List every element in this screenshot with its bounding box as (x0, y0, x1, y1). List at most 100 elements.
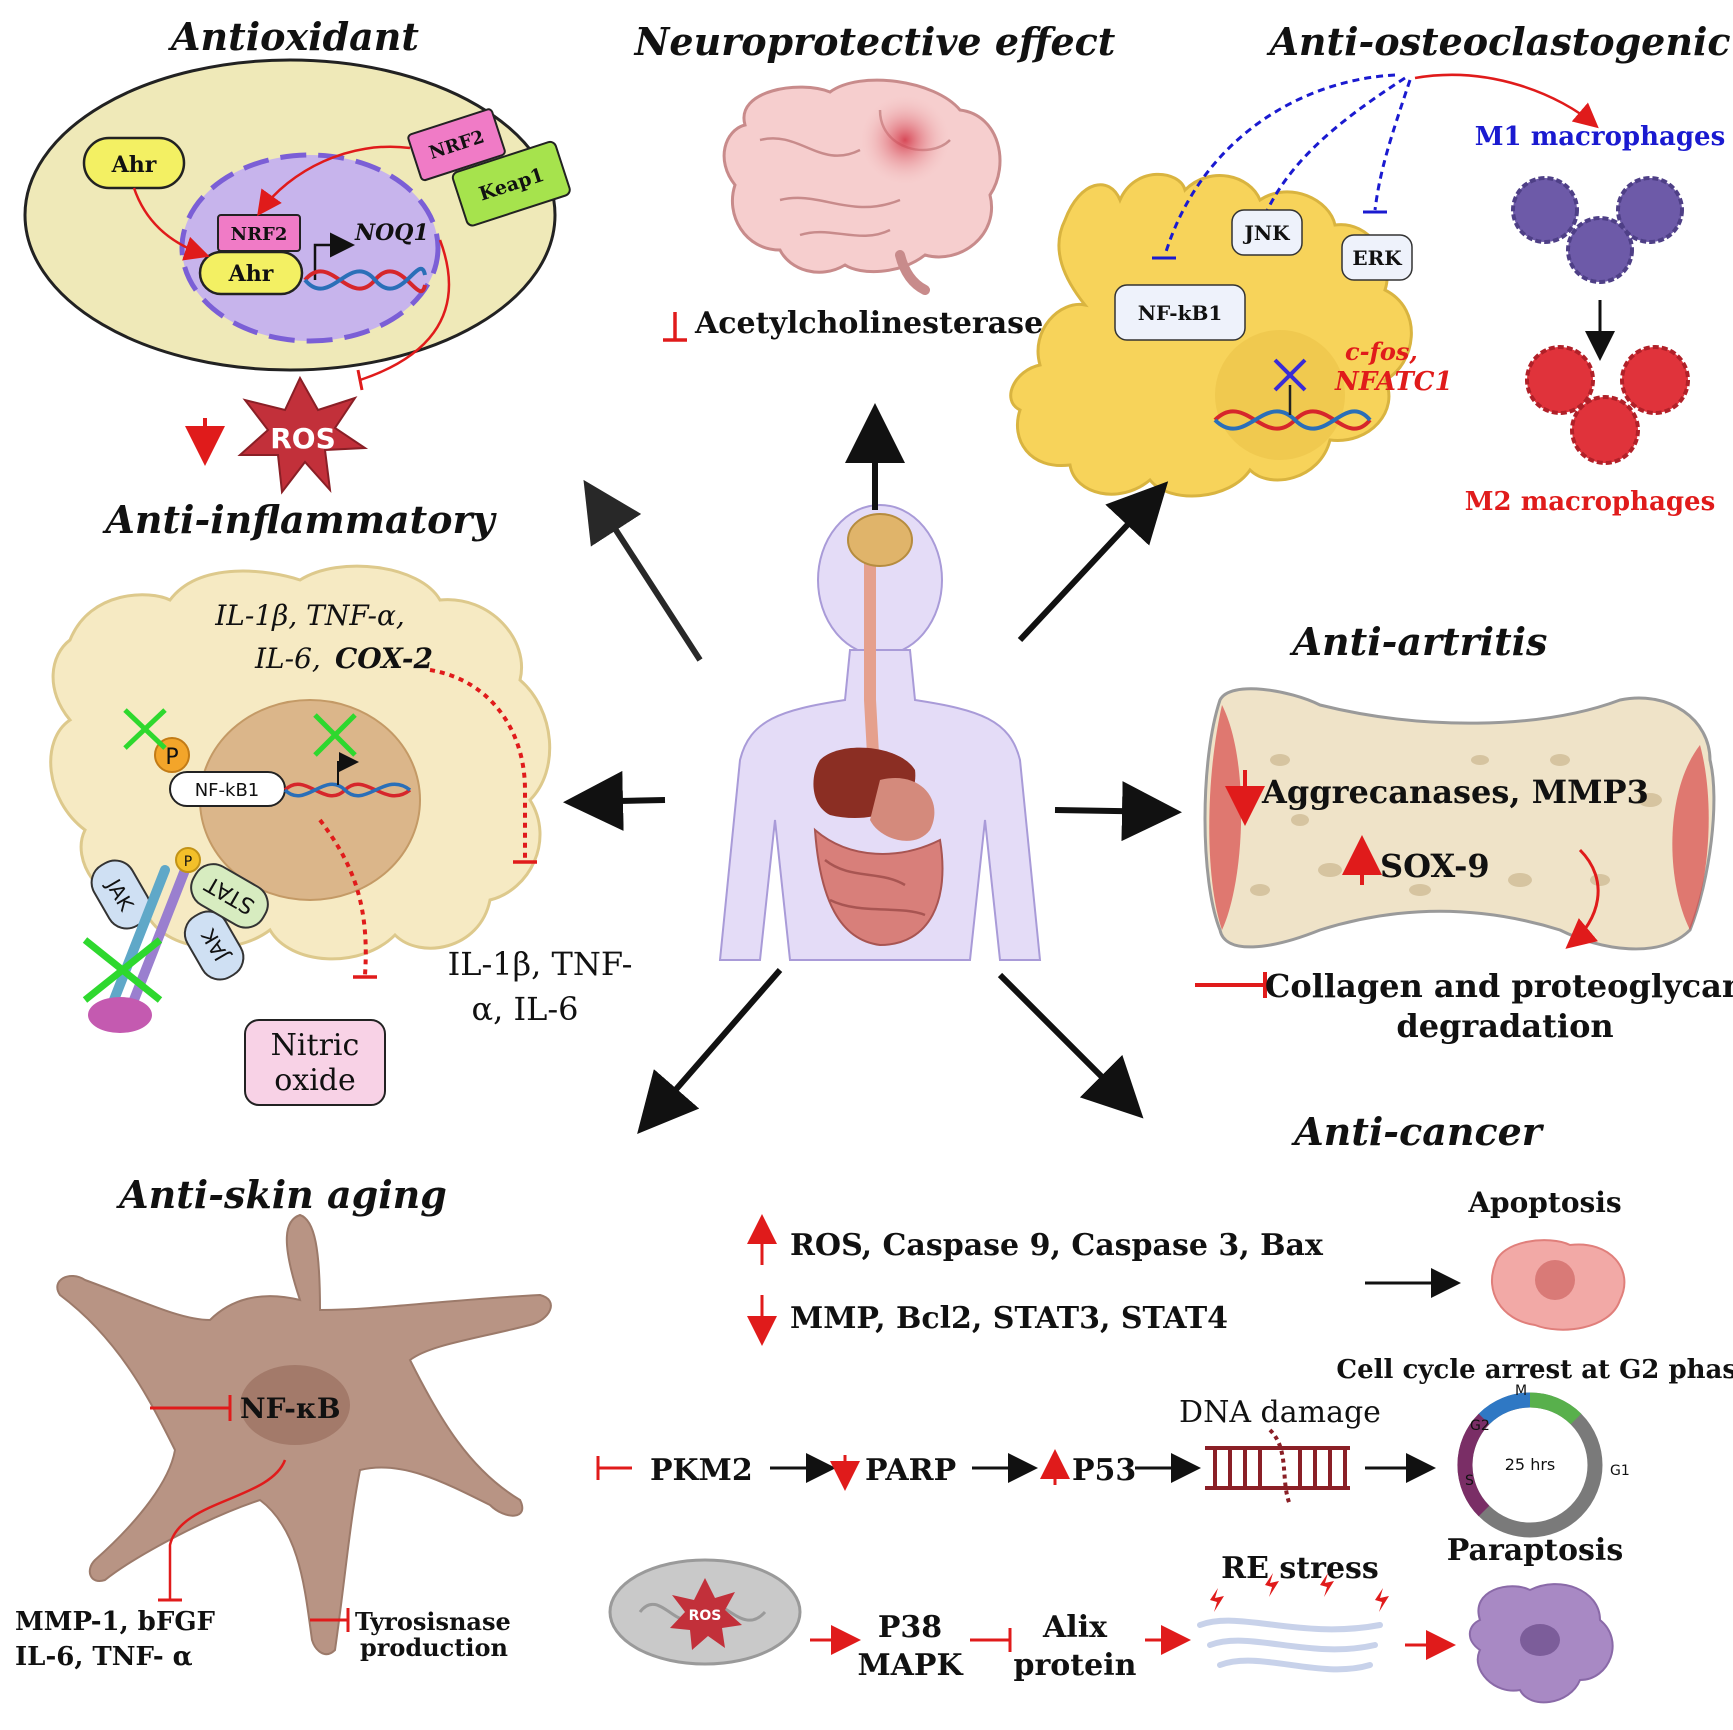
m1-cell-2 (1616, 176, 1684, 244)
nrf2-keap1-complex: NRF2 Keap1 (407, 108, 571, 227)
osteo-nfkb-box (1114, 284, 1246, 341)
antioxidant-panel: Ahr NRF2 Keap1 NRF2 Ahr NOQ1 ROS (23, 58, 571, 495)
bone-inflamed-right (1672, 745, 1709, 930)
inflam-nfkb-label: NF-kB1 (195, 780, 260, 801)
title-anti-inflammatory: Anti-inflammatory (102, 497, 497, 542)
transcription-arrow (313, 232, 355, 280)
osteo-jnk-inhibit-line (1263, 76, 1406, 216)
mmp1-line2: IL-6, TNF- α (15, 1642, 193, 1672)
paraptosis-label: Paraptosis (1447, 1533, 1623, 1568)
jak-stat-receptor: JAK JAK STAT P (82, 847, 269, 1033)
arrow-to-arthritis (1054, 781, 1182, 842)
osteo-nfkb-inhibit-line (1163, 73, 1396, 256)
cycle-center-label: 25 hrs (1505, 1455, 1556, 1474)
brain-stem (895, 250, 930, 295)
sox9-effect-arrow (1565, 848, 1600, 949)
sox9-label: SOX-9 (1380, 847, 1490, 885)
cytokines-line2a: IL-6, (254, 642, 321, 675)
jnk-label: JNK (1242, 221, 1290, 245)
osteo-nfkb-label: NF-kB1 (1138, 301, 1223, 325)
alix-line2: protein (1014, 1648, 1137, 1683)
brain-small (847, 513, 913, 567)
cytokine-out-line2: α, IL-6 (471, 990, 578, 1028)
title-anti-skin-aging: Anti-skin aging (116, 1172, 447, 1217)
ros-inhibit-bar (356, 369, 364, 391)
g1-label: G1 (1610, 1463, 1630, 1479)
erk-box (1341, 234, 1413, 281)
ring-g2 (1478, 1392, 1531, 1425)
block-x-jak-2 (82, 937, 163, 1003)
p38-line2: MAPK (857, 1648, 963, 1683)
parp-label: PARP (865, 1453, 956, 1488)
human-body-figure (718, 504, 1042, 961)
cytokines-line1: IL-1β, TNF-α, (214, 599, 405, 632)
mito-ros-burst (670, 1578, 742, 1650)
tyrosinase-line1: Tyrosisnase (355, 1607, 511, 1636)
intestines (813, 827, 944, 947)
arthritis-panel: Aggrecanases, MMP3 SOX-9 Collagen and pr… (1195, 687, 1733, 1045)
apoptotic-nucleus (1535, 1260, 1575, 1300)
cytokine-out-line1: IL-1β, TNF- (448, 945, 633, 983)
ahr-inner-label: Ahr (228, 261, 274, 287)
arrow-to-inflammatory (563, 770, 666, 831)
dna-helix-osteo (1213, 409, 1372, 431)
m-label: M (1515, 1383, 1527, 1399)
bone-shape (1203, 687, 1716, 951)
apoptosis-label: Apoptosis (1467, 1186, 1621, 1219)
arrow-to-skin (637, 968, 783, 1135)
ring-m (1529, 1392, 1582, 1425)
cytokine-inhibit-dotted (429, 668, 527, 860)
m2-macrophages-label: M2 macrophages (1465, 487, 1715, 517)
skin-nfkb-label: NF-κB (240, 1392, 341, 1425)
nitric-oxide-line1: Nitric (271, 1028, 360, 1063)
p38-line1: P38 (878, 1610, 942, 1645)
noq1-label: NOQ1 (354, 220, 429, 246)
nitric-oxide-line2: oxide (274, 1063, 356, 1098)
cell-cycle-ring: 25 hrs G2 M S G1 (1457, 1383, 1630, 1538)
title-anti-arthritis: Anti-artritis (1290, 619, 1548, 664)
ahr-to-nucleus-arrow (132, 187, 210, 261)
m2-cell-3 (1570, 395, 1640, 465)
cancer-up-list: ROS, Caspase 9, Caspase 3, Bax (790, 1228, 1324, 1263)
title-neuroprotective: Neuroprotective effect (634, 19, 1116, 64)
skin-cell-nucleus (240, 1365, 350, 1445)
title-anti-osteoclastogenic: Anti-osteoclastogenic (1266, 19, 1730, 64)
osteoclast-nucleus (1215, 330, 1345, 460)
mito-ros-label: ROS (689, 1608, 722, 1624)
m1-cell-1 (1511, 176, 1579, 244)
ros-label: ROS (270, 422, 336, 455)
mmp1-inhibit-line (168, 1459, 287, 1600)
keap1-box (451, 140, 571, 227)
arrow-to-cancer (997, 972, 1144, 1119)
dna-helix-antioxidant (303, 266, 427, 294)
s-label: S (1465, 1473, 1474, 1489)
re-stress-label: RE stress (1221, 1551, 1379, 1586)
m1-m2-polarization-arrow (1414, 73, 1599, 129)
alix-line1: Alix (1042, 1610, 1108, 1645)
nrf2-inner-label: NRF2 (231, 224, 288, 245)
nitric-oxide-box (244, 1019, 386, 1106)
ahr-inner-box (198, 250, 304, 296)
stress-bolt-icons (1210, 1573, 1389, 1612)
osteo-panel: JNK ERK NF-kB1 c-fos, NFATC1 M1 macropha… (1009, 73, 1725, 517)
skin-panel: NF-κB MMP-1, bFGF IL-6, TNF- α Tyrosisna… (15, 1213, 552, 1672)
paraptotic-nucleus (1520, 1624, 1560, 1656)
ring-s (1457, 1413, 1490, 1517)
cfos-label: c-fos, (1345, 337, 1418, 366)
cancer-panel: ROS, Caspase 9, Caspase 3, Bax MMP, Bcl2… (596, 1186, 1733, 1704)
block-x-dna-2 (313, 713, 357, 757)
ahr-label: Ahr (111, 152, 157, 178)
acetylcholinesterase-label: Acetylcholinesterase (694, 306, 1043, 341)
osteo-erk-inhibit-line (1373, 79, 1412, 211)
nfatc1-label: NFATC1 (1334, 367, 1453, 397)
aggrecanases-label: Aggrecanases, MMP3 (1261, 773, 1649, 811)
arrow-to-antioxidant (583, 479, 703, 662)
m1-macrophages-label: M1 macrophages (1475, 122, 1725, 152)
brain-icon (722, 78, 1002, 274)
pkm2-label: PKM2 (650, 1453, 753, 1488)
cancer-down-list: MMP, Bcl2, STAT3, STAT4 (790, 1301, 1228, 1336)
brain-folds (759, 109, 951, 238)
bone-trabecular-pattern (1250, 754, 1662, 896)
title-anti-cancer: Anti-cancer (1291, 1109, 1545, 1154)
dna-helix-inflam (283, 782, 412, 798)
